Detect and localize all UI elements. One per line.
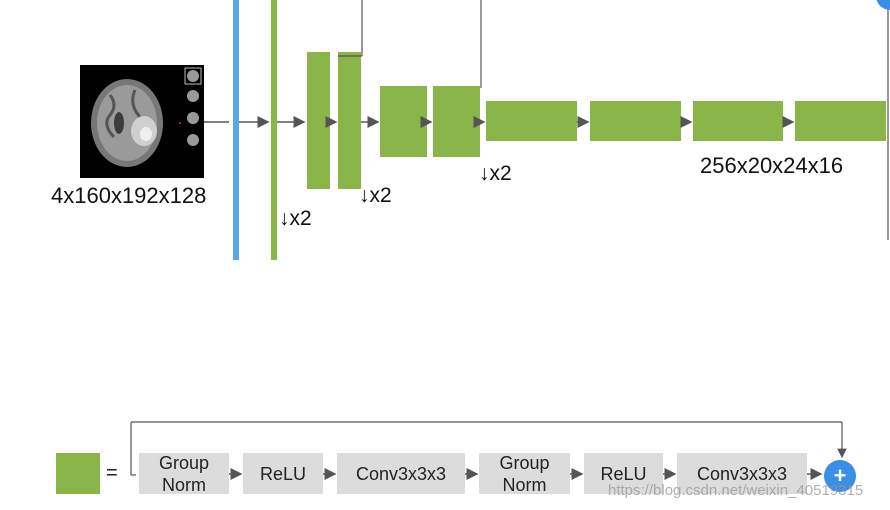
decoder-add-icon [876,0,890,10]
feature-shape-label: 256x20x24x16 [700,153,844,178]
downsample-label-1: ↓x2 [279,207,312,230]
watermark: https://blog.csdn.net/weixin_40519315 [608,482,864,499]
encoder-block-2a [380,86,427,157]
op-relu-1: ReLU [243,453,323,494]
initial-green-bar [271,0,277,260]
op-conv-2: Conv3x3x3 [677,453,807,494]
op-label: ReLU [600,463,647,484]
op-conv-1: Conv3x3x3 [337,453,465,494]
brain-mri-image [80,65,204,178]
op-label: ReLU [259,463,307,484]
op-group-norm-2: Group Norm [479,452,570,495]
op-label: Conv3x3x3 [355,463,447,484]
add-icon: + [824,460,856,492]
encoder-block-1b [338,52,361,189]
op-label: Group Norm [158,452,210,495]
input-conv-bar [233,0,239,260]
op-label: Group Norm [499,452,550,495]
encoder-block-3d [795,101,886,141]
legend-green-block [56,453,100,494]
encoder-block-1a [307,52,330,189]
op-group-norm-1: Group Norm [139,452,229,495]
legend-equals: = [106,462,118,484]
op-label: Conv3x3x3 [696,463,788,484]
downsample-label-3: ↓x2 [479,162,512,185]
encoder-block-2b [433,86,480,157]
encoder-block-3b [590,101,681,141]
encoder-block-3a [486,101,577,141]
op-relu-2: ReLU [584,453,663,494]
downsample-label-2: ↓x2 [359,184,392,207]
input-shape-label: 4x160x192x128 [51,183,207,208]
encoder-block-3c [693,101,783,141]
